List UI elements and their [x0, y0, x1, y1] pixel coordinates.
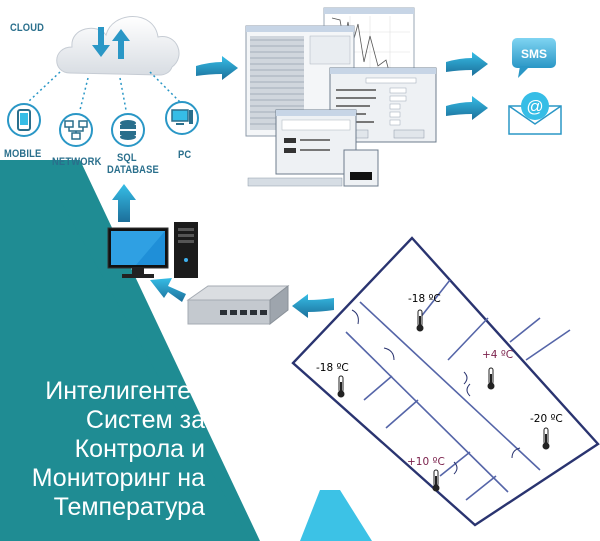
database-label: DATABASE	[107, 164, 159, 176]
room-temperature-label: +10 ºC	[407, 456, 445, 468]
light-blue-accent-shape	[300, 490, 372, 541]
database-icon	[111, 113, 145, 147]
thermometer-icon	[487, 367, 495, 390]
network-label: NETWORK	[52, 156, 102, 168]
email-icon: @	[508, 92, 562, 135]
thermometer-icon	[337, 375, 345, 398]
cloud-icon	[56, 16, 180, 76]
mobile-phone-icon	[7, 103, 41, 137]
sms-text: SMS	[521, 47, 547, 61]
network-switch-icon	[186, 284, 290, 326]
software-screenshot	[245, 7, 437, 187]
headline-line: Систем за	[85, 406, 205, 434]
sync-arrows-icon	[92, 27, 130, 59]
headline-line: Интелигентен	[45, 377, 205, 405]
room-temperature-label: -20 ºC	[530, 413, 563, 425]
sql-label: SQL	[117, 152, 137, 164]
floor-plan-outline	[291, 236, 600, 527]
headline-line: Контрола и	[74, 435, 205, 463]
thermometer-icon	[542, 427, 550, 450]
headline: Интелигентен Систем за Контрола и Монито…	[0, 377, 205, 522]
mobile-label: MOBILE	[4, 148, 42, 160]
thermometer-icon	[416, 309, 424, 332]
pc-label: PC	[178, 149, 192, 161]
cloud-connectors	[27, 71, 181, 111]
pc-icon	[165, 101, 199, 135]
room-temperature-label: -18 ºC	[408, 293, 441, 305]
desktop-computer-icon	[107, 222, 198, 278]
headline-line: Мониторинг на	[31, 464, 205, 492]
room-temperature-label: +4 ºC	[482, 349, 514, 361]
headline-line: Температура	[53, 493, 205, 521]
teal-background-shape-fill	[0, 200, 250, 541]
svg-text:@: @	[526, 97, 543, 116]
sms-icon: SMS	[512, 38, 556, 78]
thermometer-icon	[432, 469, 440, 492]
room-temperature-label: -18 ºC	[316, 362, 349, 374]
cloud-label: CLOUD	[10, 22, 45, 34]
network-icon	[59, 113, 93, 147]
